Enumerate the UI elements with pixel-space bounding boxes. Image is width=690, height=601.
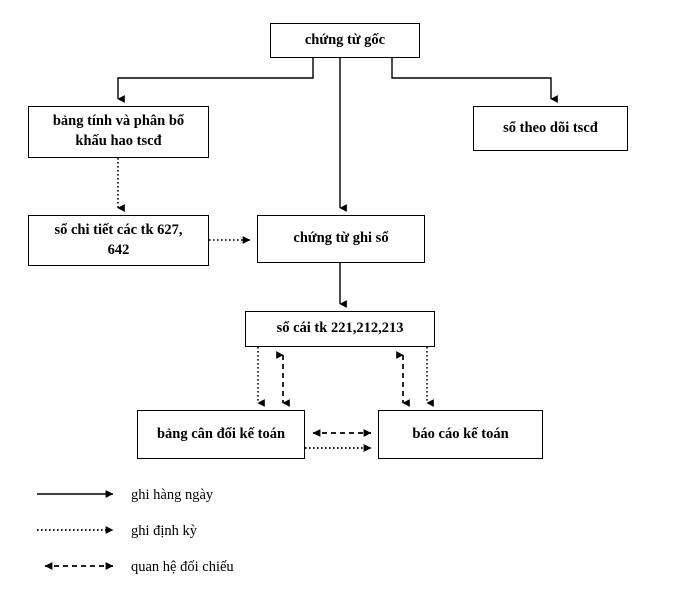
node-label-line2: 642	[107, 241, 130, 258]
node-label-line1: sổ chi tiết các tk 627,	[54, 221, 183, 238]
node-label: báo cáo kế toán	[412, 425, 509, 442]
node-label: chứng từ gốc	[304, 31, 386, 48]
node-bang-can-doi-ke-toan[interactable]: bảng cân đối kế toán	[137, 410, 305, 459]
legend-label-ghi-hang-ngay: ghi hàng ngày	[131, 487, 214, 503]
node-so-theo-doi-tscd[interactable]: sổ theo dõi tscđ	[473, 106, 628, 151]
node-label: bảng cân đối kế toán	[156, 425, 286, 442]
edge-chungtugoc-to-sotheodoi	[391, 58, 558, 103]
node-label-line1: bảng tính và phân bổ	[52, 113, 185, 130]
node-so-cai-tk[interactable]: sổ cái tk 221,212,213	[245, 311, 435, 347]
node-label-line2: khấu hao tscđ	[75, 133, 162, 149]
node-bang-tinh-phan-bo-khau-hao[interactable]: bảng tính và phân bổ khấu hao tscđ	[28, 106, 209, 158]
node-label: sổ cái tk 221,212,213	[276, 320, 404, 337]
node-label: chứng từ ghi sổ	[293, 230, 389, 247]
legend-label-ghi-dinh-ky: ghi định kỳ	[131, 523, 198, 539]
node-bao-cao-ke-toan[interactable]: báo cáo kế toán	[378, 410, 543, 459]
node-chung-tu-ghi-so[interactable]: chứng từ ghi sổ	[257, 215, 425, 263]
node-label: sổ theo dõi tscđ	[503, 119, 598, 136]
node-so-chi-tiet-tk[interactable]: sổ chi tiết các tk 627, 642	[28, 215, 209, 266]
edge-chungtugoc-to-bangtinh	[117, 58, 314, 103]
legend-label-quan-he-doi-chieu: quan hệ đối chiếu	[131, 559, 234, 575]
node-chung-tu-goc[interactable]: chứng từ gốc	[270, 23, 420, 58]
